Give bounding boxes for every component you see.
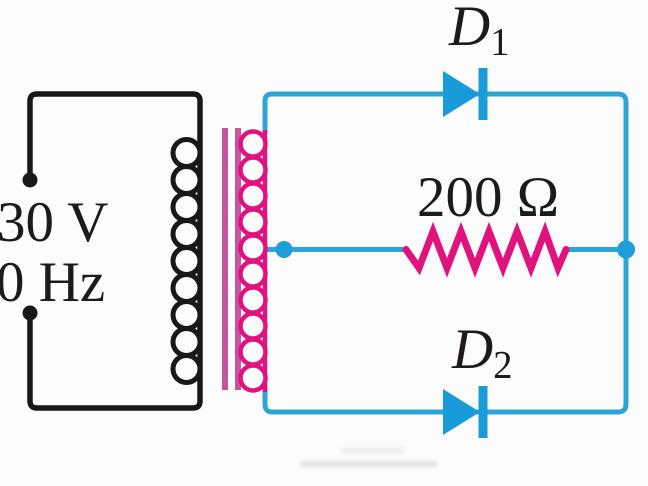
secondary-loop-wire xyxy=(262,91,629,415)
resistor-zigzag xyxy=(402,221,570,278)
diode-d2-label: D2 xyxy=(452,321,513,385)
diode-d2 xyxy=(443,386,488,438)
source-frequency-label: 0 Hz xyxy=(0,251,106,314)
resistor-value-label: 200 Ω xyxy=(417,166,560,229)
primary-circuit xyxy=(22,91,203,411)
diode-d1-subscript: 1 xyxy=(490,20,510,64)
diode-d1-letter: D xyxy=(449,0,491,58)
primary-coil-loop xyxy=(170,272,203,304)
secondary-coil-loop xyxy=(238,311,268,341)
primary-coil-loop xyxy=(170,164,203,196)
primary-coil-loop xyxy=(170,191,203,223)
secondary-coil-loop xyxy=(238,207,268,237)
primary-winding xyxy=(170,137,203,385)
secondary-coil-loop xyxy=(238,129,268,159)
primary-coil-loop xyxy=(170,137,203,169)
diode-d1 xyxy=(443,68,488,120)
primary-wire xyxy=(27,91,203,411)
secondary-coil-loop xyxy=(238,155,268,185)
primary-coil-loop xyxy=(170,218,203,250)
secondary-winding xyxy=(238,129,268,393)
source-voltage-label: 30 V xyxy=(0,191,109,254)
diode-d2-subscript: 2 xyxy=(493,343,513,387)
primary-coil-loop xyxy=(170,353,203,385)
secondary-coil-loop xyxy=(238,363,268,393)
secondary-coil-loop xyxy=(238,181,268,211)
diode-d1-cathode-bar xyxy=(478,68,488,120)
secondary-coil-loop xyxy=(238,285,268,315)
diode-d2-letter: D xyxy=(452,318,494,381)
secondary-coil-loop xyxy=(238,233,268,263)
secondary-circuit xyxy=(262,91,629,415)
source-terminal-dot-bottom xyxy=(22,305,38,321)
scan-artifact-smudge xyxy=(342,448,404,453)
center-tap-node-dot xyxy=(275,241,293,258)
primary-coil-loop xyxy=(170,299,203,331)
primary-coil-loop xyxy=(170,326,203,358)
diode-d2-anode-triangle xyxy=(443,389,480,435)
diode-d1-anode-triangle xyxy=(443,71,480,117)
scan-artifact-smudge xyxy=(300,461,438,467)
secondary-coil-loop xyxy=(238,337,268,367)
source-terminal-dot-top xyxy=(22,172,38,188)
load-resistor xyxy=(402,221,570,278)
diode-d2-cathode-bar xyxy=(478,386,488,438)
secondary-coil-loop xyxy=(238,259,268,289)
diode-d1-label: D1 xyxy=(449,0,510,62)
output-node-dot xyxy=(617,240,635,259)
transformer-core xyxy=(222,128,241,390)
primary-coil-loop xyxy=(170,245,203,277)
